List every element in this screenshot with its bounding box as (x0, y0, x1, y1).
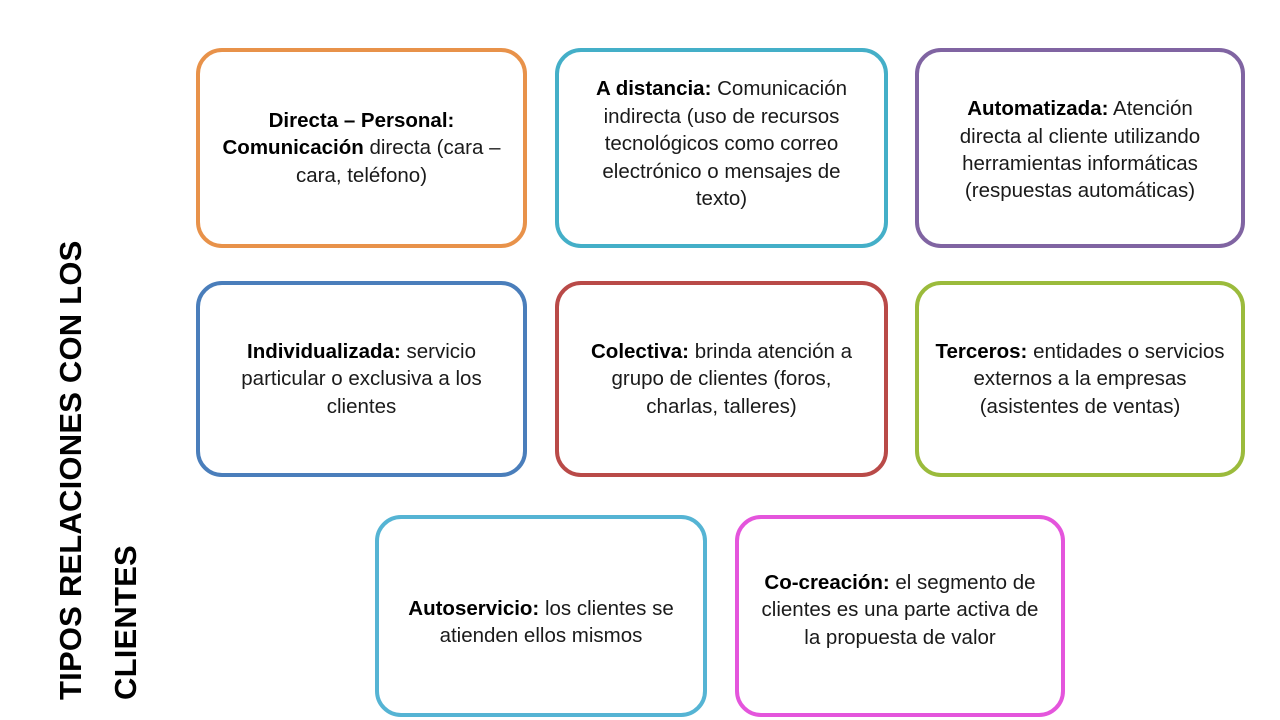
box-directa-personal-text: Directa – Personal: Comunicación directa… (216, 107, 507, 189)
box-a-distancia-text: A distancia: Comunicación indirecta (uso… (575, 75, 868, 212)
box-autoservicio[interactable]: Autoservicio: los clientes se atienden e… (375, 515, 707, 717)
box-terceros-description: entidades o servicios externos a la empr… (973, 339, 1225, 418)
box-automatizada-term: Automatizada: (967, 97, 1109, 121)
box-colectiva-description: brinda atención a grupo de clientes (for… (611, 339, 852, 418)
box-autoservicio-text: Autoservicio: los clientes se atienden e… (395, 595, 687, 650)
box-directa-personal-term-1: Directa – Personal: (268, 108, 455, 132)
box-cocreacion-text: Co-creación: el segmento de clientes es … (755, 569, 1045, 651)
box-a-distancia[interactable]: A distancia: Comunicación indirecta (uso… (555, 48, 888, 248)
page-title-line-1: TIPOS RELACIONES CON LOS (53, 240, 88, 700)
box-terceros-term: Terceros: (935, 339, 1028, 363)
box-autoservicio-description: los clientes se atienden ellos mismos (439, 596, 674, 647)
box-directa-personal[interactable]: Directa – Personal: Comunicación directa… (196, 48, 527, 248)
box-automatizada-description: Atención directa al cliente utilizando h… (959, 97, 1201, 203)
page-title: TIPOS RELACIONES CON LOS CLIENTES (0, 0, 175, 720)
box-colectiva-text: Colectiva: brinda atención a grupo de cl… (575, 338, 868, 420)
box-terceros[interactable]: Terceros: entidades o servicios externos… (915, 281, 1245, 477)
box-automatizada[interactable]: Automatizada: Atención directa al client… (915, 48, 1245, 248)
box-terceros-text: Terceros: entidades o servicios externos… (935, 338, 1225, 420)
box-autoservicio-term: Autoservicio: (408, 596, 540, 620)
box-individualizada-description: servicio particular o exclusiva a los cl… (241, 339, 482, 418)
box-directa-personal-description: directa (cara – cara, teléfono) (295, 136, 501, 187)
box-a-distancia-description: Comunicación indirecta (uso de recursos … (602, 77, 848, 211)
box-directa-personal-term-2: Comunicación (222, 136, 364, 160)
box-individualizada-term: Individualizada: (247, 339, 401, 363)
box-individualizada-text: Individualizada: servicio particular o e… (216, 338, 507, 420)
box-individualizada[interactable]: Individualizada: servicio particular o e… (196, 281, 527, 477)
box-automatizada-text: Automatizada: Atención directa al client… (935, 95, 1225, 205)
box-cocreacion[interactable]: Co-creación: el segmento de clientes es … (735, 515, 1065, 717)
box-colectiva[interactable]: Colectiva: brinda atención a grupo de cl… (555, 281, 888, 477)
box-colectiva-term: Colectiva: (591, 339, 689, 363)
page-title-line-2: CLIENTES (108, 545, 143, 700)
box-cocreacion-description: el segmento de clientes es una parte act… (761, 570, 1039, 649)
box-cocreacion-term: Co-creación: (764, 570, 890, 594)
box-a-distancia-term: A distancia: (595, 77, 712, 101)
